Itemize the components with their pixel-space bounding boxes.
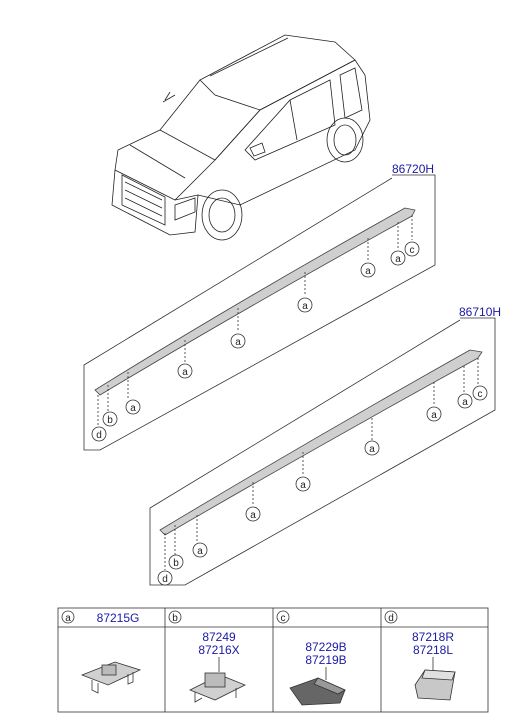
svg-text:d: d — [162, 574, 168, 585]
bracket-illustration — [189, 672, 246, 703]
svg-text:a: a — [130, 403, 136, 414]
pad-illustration — [414, 669, 456, 701]
callout-b: b — [102, 411, 118, 427]
svg-text:a: a — [197, 546, 203, 557]
legend-part-87219B: 87219B — [305, 653, 346, 667]
parts-legend-table: a 87215G b 87249 87216X c 872 — [57, 607, 489, 713]
upper-rail-assembly: 86720H c a a a a a a b d — [83, 162, 436, 451]
svg-text:b: b — [172, 613, 178, 624]
legend-part-87218L: 87218L — [413, 643, 453, 657]
legend-part-87249: 87249 — [202, 630, 236, 644]
svg-text:c: c — [281, 613, 286, 624]
svg-text:c: c — [478, 389, 483, 400]
legend-cell-c: c 87229B 87219B — [276, 610, 347, 706]
svg-text:a: a — [235, 337, 241, 348]
callout-a: a — [245, 506, 261, 522]
legend-cell-a: a 87215G — [61, 610, 142, 694]
callout-a: a — [192, 542, 208, 558]
svg-text:a: a — [300, 480, 306, 491]
svg-text:a: a — [65, 613, 71, 624]
callout-a: a — [426, 406, 442, 422]
legend-part-87215G: 87215G — [97, 611, 140, 625]
svg-text:d: d — [96, 430, 102, 441]
callout-a: a — [297, 297, 313, 313]
legend-part-87216X: 87216X — [198, 643, 239, 657]
vehicle-illustration — [111, 34, 371, 241]
callout-a: a — [360, 262, 376, 278]
legend-part-87218R: 87218R — [412, 630, 454, 644]
legend-cell-d: d 87218R 87218L — [384, 610, 456, 701]
callout-a: a — [364, 440, 380, 456]
clip-illustration — [80, 661, 142, 694]
svg-text:a: a — [431, 410, 437, 421]
lower-assembly-part-number: 86710H — [459, 305, 501, 319]
svg-text:a: a — [182, 367, 188, 378]
callout-a: a — [177, 363, 193, 379]
svg-text:a: a — [302, 301, 308, 312]
lower-rail-assembly: 86710H c a a a a a a b d — [149, 305, 501, 586]
svg-text:b: b — [173, 558, 179, 569]
callout-c: c — [404, 241, 420, 257]
svg-text:a: a — [395, 254, 401, 265]
legend-cell-b: b 87249 87216X — [168, 610, 246, 703]
end-cap-illustration — [289, 677, 346, 706]
svg-text:a: a — [369, 444, 375, 455]
callout-a: a — [230, 333, 246, 349]
legend-part-87229B: 87229B — [305, 640, 346, 654]
callout-a: a — [125, 399, 141, 415]
callout-d: d — [91, 426, 107, 442]
callout-b: b — [168, 554, 184, 570]
svg-text:a: a — [462, 397, 468, 408]
callout-a: a — [390, 250, 406, 266]
upper-assembly-part-number: 86720H — [392, 162, 434, 176]
callout-a: a — [457, 393, 473, 409]
callout-a: a — [295, 476, 311, 492]
svg-text:b: b — [107, 415, 113, 426]
svg-text:d: d — [388, 613, 394, 624]
svg-text:c: c — [410, 245, 415, 256]
svg-text:a: a — [250, 510, 256, 521]
callout-c: c — [472, 385, 488, 401]
svg-text:a: a — [365, 266, 371, 277]
callout-d: d — [157, 570, 173, 586]
